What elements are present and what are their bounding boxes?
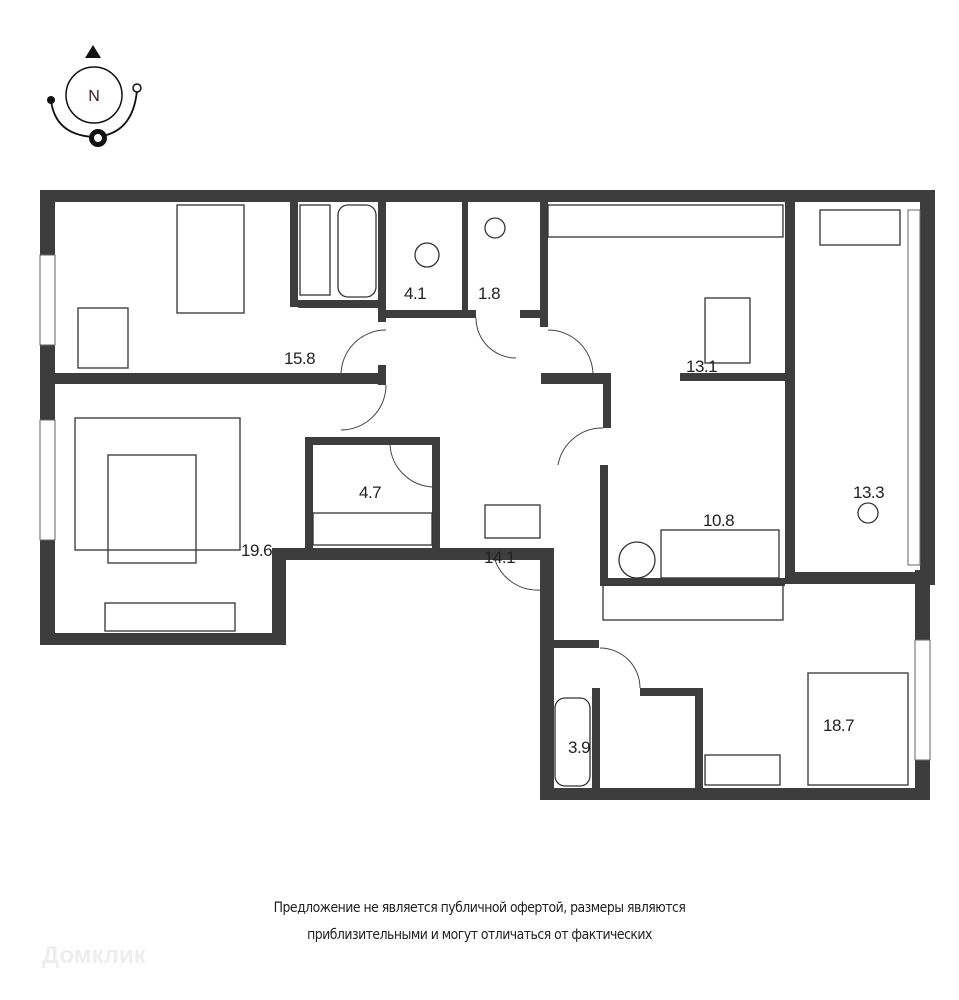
room-area-label: 19.6 [241, 541, 272, 560]
desk-icon [704, 754, 781, 786]
bed-icon [176, 204, 245, 314]
shelf-icon [602, 584, 784, 621]
room-area-label: 15.8 [284, 349, 315, 368]
room-area-label: 13.3 [853, 483, 884, 502]
room-area-label: 14.1 [484, 548, 515, 567]
room-area-label: 4.7 [359, 483, 381, 502]
room-labels: 15.8 4.1 1.8 13.1 4.7 10.8 13.3 19.6 14.… [241, 284, 885, 757]
rug-icon [74, 417, 241, 551]
walls [40, 190, 935, 800]
toilet-icon [484, 217, 506, 239]
sofa-icon [660, 529, 780, 579]
toilet-icon [414, 242, 440, 268]
disclaimer-line-1: Предложение не является публичной оферто… [273, 900, 686, 916]
room-area-label: 1.8 [478, 284, 500, 303]
room-area-label: 3.9 [568, 738, 590, 757]
wardrobe-icon [299, 204, 331, 296]
doormat-icon [484, 504, 541, 539]
bathtub-icon [554, 697, 591, 787]
wardrobe-icon [104, 602, 236, 632]
compass-icon: N [47, 45, 142, 147]
dining-table-icon [704, 297, 751, 364]
compass-north-label: N [88, 88, 100, 105]
double-bed-icon [107, 454, 197, 564]
watermark-logo: Домклик [42, 942, 146, 969]
rug-icon [77, 307, 129, 369]
room-area-label: 13.1 [686, 357, 717, 376]
bathtub-icon [337, 204, 377, 298]
outdoor-sofa-icon [819, 209, 901, 246]
room-area-label: 10.8 [703, 511, 734, 530]
disclaimer-line-2: приблизительными и могут отличаться от ф… [307, 927, 652, 943]
room-area-label: 18.7 [823, 716, 854, 735]
doors [340, 317, 641, 689]
windows [39, 209, 931, 761]
wardrobe-icon [312, 512, 433, 546]
kitchen-counter-icon [547, 204, 784, 238]
furniture [74, 204, 909, 787]
coffee-table-icon [618, 541, 656, 579]
outdoor-table-icon [857, 502, 879, 524]
bed-icon [807, 672, 909, 786]
room-area-label: 4.1 [404, 284, 426, 303]
